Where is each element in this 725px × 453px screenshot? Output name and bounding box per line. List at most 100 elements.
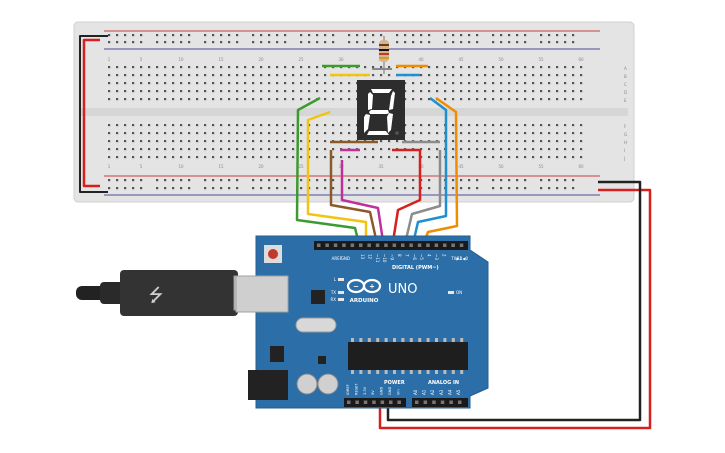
header-pin[interactable] (434, 243, 439, 248)
breadboard-hole[interactable] (180, 74, 183, 77)
breadboard-hole[interactable] (500, 74, 503, 77)
breadboard-hole[interactable] (260, 124, 263, 127)
breadboard-hole[interactable] (572, 66, 575, 69)
breadboard-hole[interactable] (156, 156, 159, 159)
breadboard-hole[interactable] (180, 156, 183, 159)
breadboard-hole[interactable] (508, 34, 511, 37)
breadboard-hole[interactable] (492, 98, 495, 101)
breadboard-hole[interactable] (524, 179, 527, 182)
breadboard-hole[interactable] (580, 82, 583, 85)
breadboard-hole[interactable] (260, 148, 263, 151)
breadboard-hole[interactable] (236, 179, 239, 182)
breadboard-hole[interactable] (300, 66, 303, 69)
breadboard-hole[interactable] (444, 90, 447, 93)
breadboard-hole[interactable] (124, 82, 127, 85)
breadboard-hole[interactable] (564, 187, 567, 190)
breadboard-hole[interactable] (148, 132, 151, 135)
breadboard-hole[interactable] (444, 66, 447, 69)
breadboard-hole[interactable] (108, 132, 111, 135)
breadboard-hole[interactable] (508, 82, 511, 85)
breadboard-hole[interactable] (460, 124, 463, 127)
breadboard-hole[interactable] (188, 98, 191, 101)
breadboard-hole[interactable] (332, 82, 335, 85)
breadboard-hole[interactable] (404, 179, 407, 182)
wire-red-signal[interactable] (390, 150, 422, 249)
header-pin[interactable] (423, 400, 428, 405)
breadboard-hole[interactable] (388, 156, 391, 159)
breadboard-hole[interactable] (564, 41, 567, 44)
breadboard-hole[interactable] (268, 66, 271, 69)
breadboard-hole[interactable] (396, 179, 399, 182)
breadboard-hole[interactable] (516, 90, 519, 93)
breadboard-hole[interactable] (444, 82, 447, 85)
breadboard-hole[interactable] (540, 41, 543, 44)
breadboard-hole[interactable] (180, 148, 183, 151)
breadboard-hole[interactable] (140, 41, 143, 44)
breadboard-hole[interactable] (468, 66, 471, 69)
breadboard-hole[interactable] (148, 124, 151, 127)
breadboard-hole[interactable] (268, 98, 271, 101)
breadboard-hole[interactable] (228, 187, 231, 190)
breadboard-hole[interactable] (148, 74, 151, 77)
breadboard-hole[interactable] (300, 132, 303, 135)
reset-button[interactable] (268, 249, 278, 259)
breadboard-hole[interactable] (212, 187, 215, 190)
breadboard-hole[interactable] (308, 41, 311, 44)
breadboard-hole[interactable] (260, 82, 263, 85)
breadboard-hole[interactable] (236, 82, 239, 85)
breadboard-hole[interactable] (108, 156, 111, 159)
breadboard-hole[interactable] (524, 34, 527, 37)
header-pin[interactable] (449, 400, 453, 405)
header-pin[interactable] (417, 243, 422, 248)
breadboard-hole[interactable] (388, 74, 391, 77)
breadboard-hole[interactable] (532, 66, 535, 69)
breadboard-hole[interactable] (388, 140, 391, 143)
breadboard-hole[interactable] (308, 66, 311, 69)
breadboard-hole[interactable] (108, 179, 111, 182)
breadboard-hole[interactable] (476, 140, 479, 143)
breadboard-hole[interactable] (508, 90, 511, 93)
breadboard-hole[interactable] (124, 124, 127, 127)
breadboard-hole[interactable] (124, 132, 127, 135)
breadboard-hole[interactable] (572, 98, 575, 101)
breadboard-hole[interactable] (556, 187, 559, 190)
breadboard-hole[interactable] (116, 98, 119, 101)
breadboard-hole[interactable] (108, 82, 111, 85)
breadboard-hole[interactable] (516, 66, 519, 69)
breadboard-hole[interactable] (244, 140, 247, 143)
breadboard-hole[interactable] (332, 148, 335, 151)
breadboard-hole[interactable] (212, 41, 215, 44)
breadboard-hole[interactable] (300, 187, 303, 190)
breadboard-hole[interactable] (332, 187, 335, 190)
breadboard-hole[interactable] (204, 74, 207, 77)
breadboard-hole[interactable] (284, 98, 287, 101)
breadboard-hole[interactable] (372, 179, 375, 182)
breadboard-hole[interactable] (212, 98, 215, 101)
breadboard-hole[interactable] (124, 179, 127, 182)
breadboard-hole[interactable] (260, 156, 263, 159)
breadboard-hole[interactable] (220, 132, 223, 135)
breadboard-hole[interactable] (300, 82, 303, 85)
breadboard-hole[interactable] (540, 90, 543, 93)
breadboard-hole[interactable] (404, 82, 407, 85)
breadboard-hole[interactable] (492, 140, 495, 143)
breadboard-hole[interactable] (500, 179, 503, 182)
breadboard-hole[interactable] (524, 90, 527, 93)
breadboard-hole[interactable] (156, 148, 159, 151)
breadboard-hole[interactable] (316, 156, 319, 159)
breadboard-hole[interactable] (292, 156, 295, 159)
breadboard-hole[interactable] (348, 98, 351, 101)
breadboard-hole[interactable] (292, 66, 295, 69)
breadboard-hole[interactable] (212, 132, 215, 135)
breadboard-hole[interactable] (316, 148, 319, 151)
breadboard-hole[interactable] (396, 187, 399, 190)
breadboard-hole[interactable] (116, 90, 119, 93)
breadboard-hole[interactable] (404, 41, 407, 44)
breadboard-hole[interactable] (492, 156, 495, 159)
breadboard-hole[interactable] (236, 156, 239, 159)
breadboard-hole[interactable] (284, 148, 287, 151)
breadboard-hole[interactable] (228, 82, 231, 85)
breadboard-hole[interactable] (548, 66, 551, 69)
breadboard-hole[interactable] (428, 98, 431, 101)
breadboard-hole[interactable] (268, 82, 271, 85)
